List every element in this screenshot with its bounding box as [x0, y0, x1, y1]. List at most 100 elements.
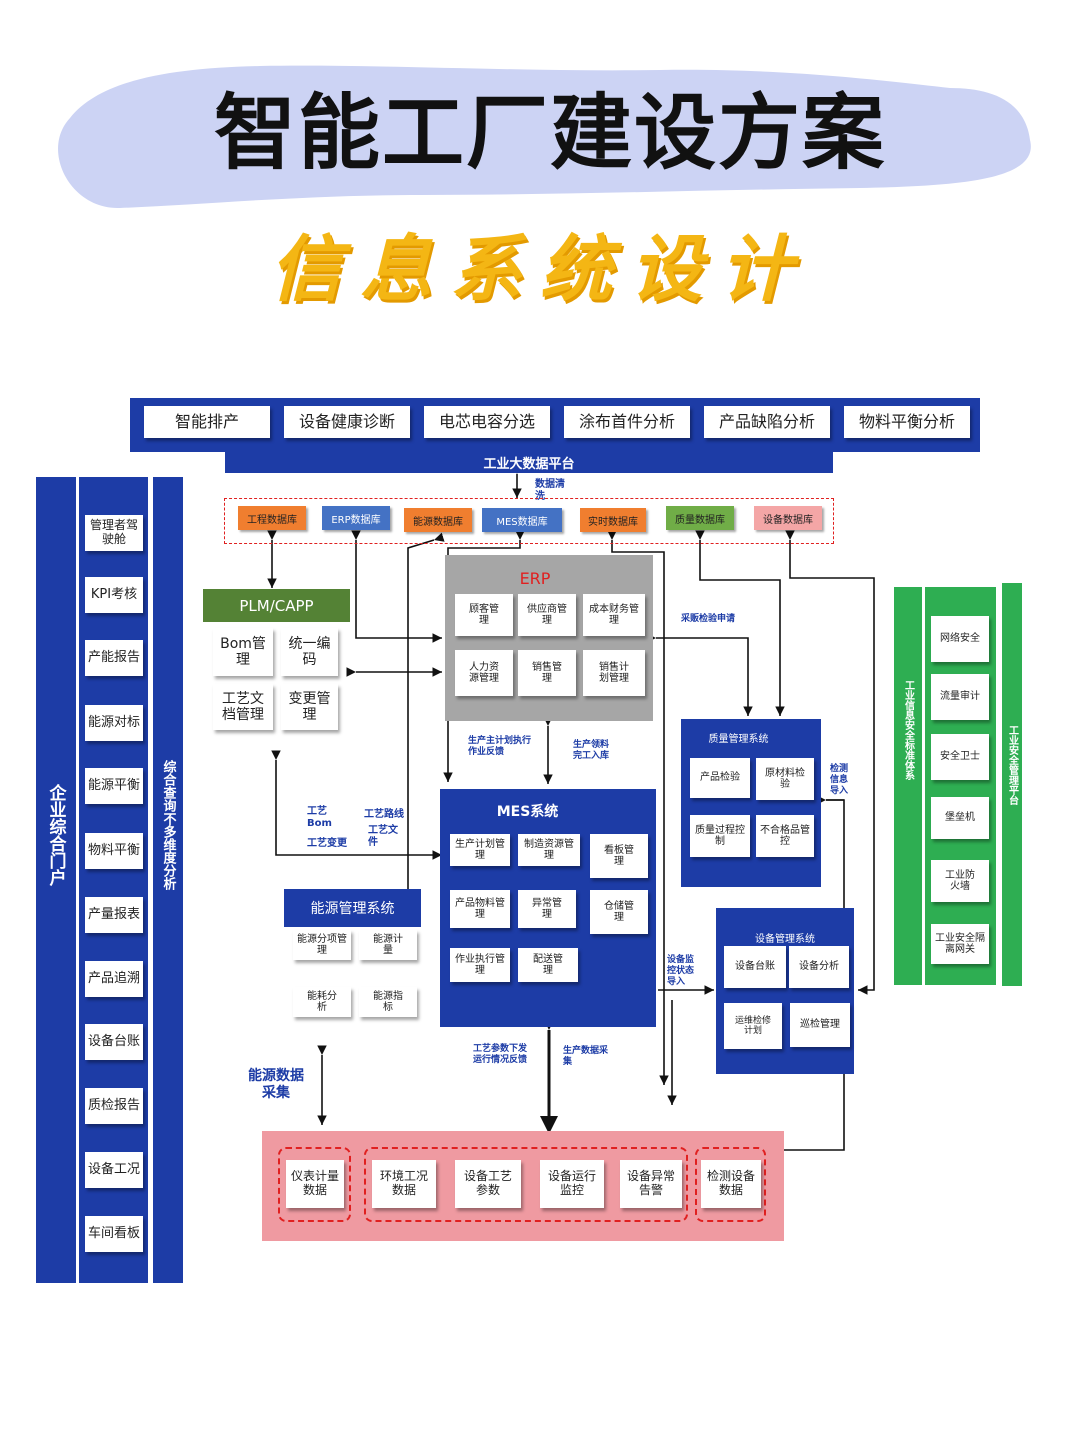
- plm-change[interactable]: 变更管理: [281, 684, 338, 730]
- analysis-label: 综合查询不多维度分析: [160, 760, 176, 890]
- quality-nonconforming[interactable]: 不合格品管控: [756, 815, 814, 857]
- db-quality[interactable]: 质量数据库: [666, 506, 734, 530]
- db-energy[interactable]: 能源数据库: [404, 508, 472, 532]
- mes-exception[interactable]: 异常管理: [518, 890, 576, 928]
- equipment-analysis[interactable]: 设备分析: [789, 946, 849, 988]
- energy-item-management[interactable]: 能源分项管理: [293, 930, 351, 960]
- field-process-params[interactable]: 设备工艺参数: [455, 1160, 521, 1208]
- erp-sales[interactable]: 销售管理: [518, 650, 576, 696]
- portal-item-qc-report[interactable]: 质检报告: [85, 1088, 143, 1124]
- top-apps-bar: [130, 398, 980, 452]
- quality-raw-inspect[interactable]: 原材料检验: [756, 758, 814, 800]
- field-meter-data[interactable]: 仪表计量数据: [286, 1160, 344, 1208]
- quality-product-inspect[interactable]: 产品检验: [690, 758, 750, 798]
- quality-panel: [681, 719, 821, 887]
- app-coating-first[interactable]: 涂布首件分析: [564, 406, 690, 438]
- app-equipment-health[interactable]: 设备健康诊断: [284, 406, 410, 438]
- bigdata-platform: 工业大数据平台: [225, 452, 833, 473]
- portal-item-equipment-ledger[interactable]: 设备台账: [85, 1024, 143, 1060]
- security-traffic-audit[interactable]: 流量审计: [931, 674, 989, 720]
- page-title: 智能工厂建设方案: [213, 84, 886, 181]
- app-smart-scheduling[interactable]: 智能排产: [144, 406, 270, 438]
- erp-hr[interactable]: 人力资源管理: [455, 650, 513, 696]
- energy-indicator[interactable]: 能源指标: [359, 987, 417, 1017]
- security-guard[interactable]: 安全卫士: [931, 734, 989, 780]
- field-group-meter: [278, 1147, 351, 1222]
- security-standard-label: 工业信息安全标准体系: [902, 680, 914, 780]
- field-group-process: [364, 1147, 688, 1222]
- portal-item-material-balance[interactable]: 物料平衡: [85, 833, 143, 869]
- db-mes[interactable]: MES数据库: [482, 508, 562, 532]
- label-craft-doc: 工艺文件: [368, 825, 398, 848]
- mes-production-plan[interactable]: 生产计划管理: [450, 834, 510, 866]
- app-material-balance[interactable]: 物料平衡分析: [844, 406, 970, 438]
- mes-delivery[interactable]: 配送管理: [518, 948, 578, 982]
- erp-sales-plan[interactable]: 销售计划管理: [583, 650, 645, 696]
- label-craft-bom: 工艺Bom: [307, 806, 332, 829]
- security-bastion[interactable]: 堡垒机: [931, 797, 989, 839]
- erp-cost-finance[interactable]: 成本财务管理: [583, 594, 645, 636]
- mes-material[interactable]: 产品物料管理: [450, 890, 510, 928]
- db-equipment[interactable]: 设备数据库: [754, 506, 822, 530]
- label-craft-route: 工艺路线: [364, 809, 404, 820]
- erp-supplier[interactable]: 供应商管理: [518, 594, 576, 636]
- erp-title: ERP: [519, 568, 551, 588]
- db-erp[interactable]: ERP数据库: [322, 506, 390, 530]
- mes-execution[interactable]: 作业执行管理: [450, 948, 510, 982]
- mes-resource[interactable]: 制造资源管理: [518, 834, 580, 866]
- plm-craft-doc[interactable]: 工艺文档管理: [213, 684, 273, 730]
- mes-board[interactable]: 看板管理: [590, 834, 648, 878]
- portal-item-kpi[interactable]: KPI考核: [85, 577, 143, 613]
- field-alarm[interactable]: 设备异常告警: [620, 1160, 682, 1208]
- portal-item-energy-balance[interactable]: 能源平衡: [85, 768, 143, 804]
- equipment-ledger[interactable]: 设备台账: [724, 946, 786, 988]
- security-platform-label: 工业安全管理平台: [1006, 725, 1018, 805]
- page-subtitle: 信息系统设计: [269, 226, 810, 311]
- label-inspection: 检测信息导入: [830, 764, 849, 796]
- label-param-down: 工艺参数下发 运行情况反馈: [473, 1044, 528, 1065]
- erp-customer[interactable]: 顾客管理: [455, 594, 513, 636]
- portal-item-cockpit[interactable]: 管理者驾驶舱: [85, 515, 143, 551]
- portal-item-output-report[interactable]: 产量报表: [85, 897, 143, 933]
- equipment-inspection[interactable]: 巡检管理: [790, 1003, 850, 1047]
- header-cloud: [58, 65, 1031, 209]
- field-inspection-data[interactable]: 检测设备数据: [701, 1160, 761, 1208]
- portal-item-energy-benchmark[interactable]: 能源对标: [85, 705, 143, 741]
- equipment-title: 设备管理系统: [755, 933, 815, 945]
- field-environment-data[interactable]: 环境工况数据: [372, 1160, 436, 1208]
- energy-title: 能源管理系统: [284, 889, 421, 927]
- field-run-monitor[interactable]: 设备运行监控: [540, 1160, 604, 1208]
- db-engineering[interactable]: 工程数据库: [238, 506, 306, 530]
- portal-item-workshop-board[interactable]: 车间看板: [85, 1216, 143, 1252]
- security-firewall[interactable]: 工业防火墙: [931, 860, 989, 902]
- energy-collect-label: 能源数据采集: [248, 1068, 304, 1101]
- security-isolation-gateway[interactable]: 工业安全隔离网关: [931, 924, 989, 964]
- label-plan-feedback: 生产主计划执行作业反馈: [468, 736, 532, 757]
- energy-metering[interactable]: 能源计量: [359, 930, 417, 960]
- app-cell-sorting[interactable]: 电芯电容分选: [424, 406, 550, 438]
- databases-group: [224, 498, 834, 544]
- mes-warehouse[interactable]: 仓储管理: [590, 890, 648, 934]
- portal-item-traceability[interactable]: 产品追溯: [85, 961, 143, 997]
- quality-process-control[interactable]: 质量过程控制: [690, 815, 750, 857]
- plm-title: PLM/CAPP: [203, 589, 350, 622]
- security-platform-bar: [1002, 583, 1022, 986]
- enterprise-portal-bar: [36, 477, 76, 1283]
- equipment-maintenance-plan[interactable]: 运维检修计划: [724, 1003, 782, 1049]
- label-equip-monitor: 设备监控状态导入: [667, 955, 695, 987]
- plm-coding[interactable]: 统一编码: [281, 628, 338, 676]
- enterprise-portal-title: 企业综合门户: [45, 784, 66, 886]
- label-craft-change: 工艺变更: [307, 838, 347, 849]
- plm-bom[interactable]: Bom管理: [213, 628, 273, 676]
- security-network[interactable]: 网络安全: [931, 616, 989, 662]
- portal-item-capacity-report[interactable]: 产能报告: [85, 640, 143, 676]
- app-defect-analysis[interactable]: 产品缺陷分析: [704, 406, 830, 438]
- security-standard-bar: [894, 587, 922, 985]
- portal-item-equipment-status[interactable]: 设备工况: [85, 1152, 143, 1188]
- quality-title: 质量管理系统: [708, 733, 769, 745]
- energy-consumption-analysis[interactable]: 能耗分析: [293, 987, 351, 1017]
- data-clean-label: 数据清洗: [535, 479, 565, 502]
- label-purchase: 采贩检验申请: [681, 614, 736, 624]
- db-realtime[interactable]: 实时数据库: [580, 508, 646, 532]
- analysis-bar: [153, 477, 183, 1283]
